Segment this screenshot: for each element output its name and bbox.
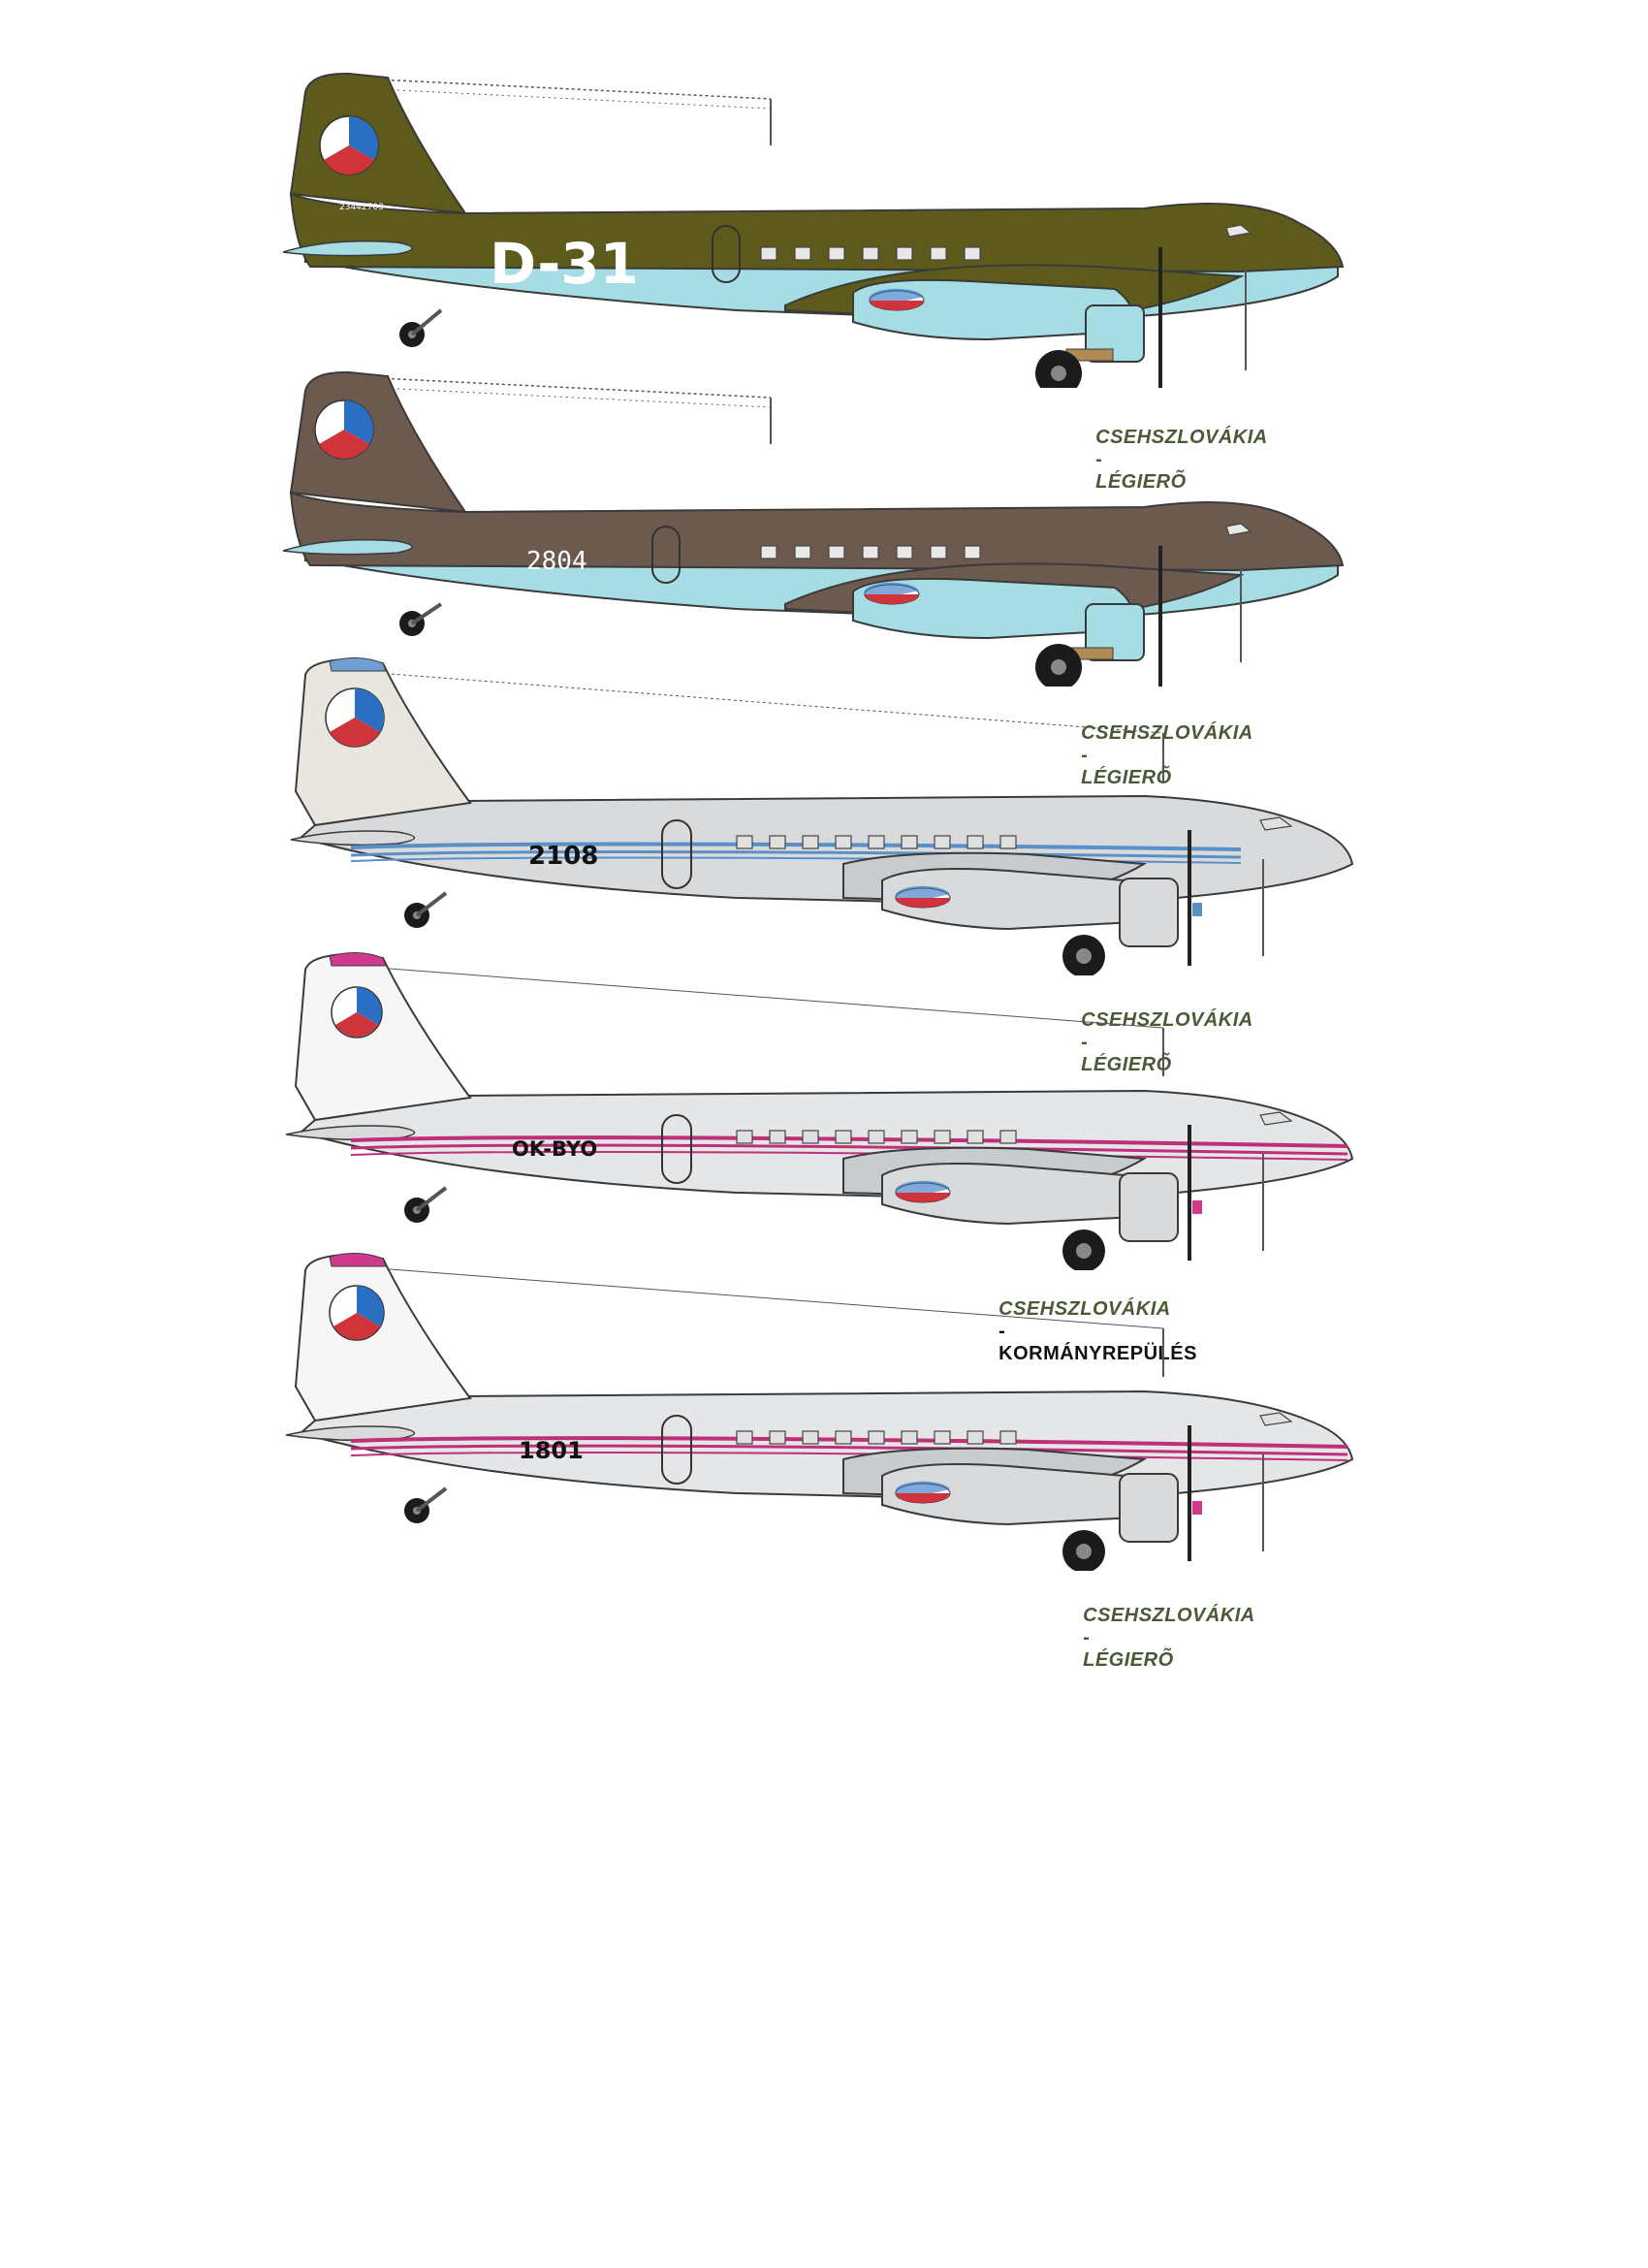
- aircraft-profile-1: D-31 23442703: [271, 68, 1377, 388]
- roundel-icon: [325, 687, 385, 748]
- aircraft-code: 2108: [528, 842, 598, 871]
- caption-separator: -: [1081, 745, 1089, 766]
- aircraft-code: 2804: [526, 547, 587, 576]
- window-row: [736, 1412, 1293, 1445]
- aircraft-profile-4: OK-BYO: [271, 950, 1377, 1270]
- caption-separator: -: [1095, 449, 1103, 470]
- window-row: [760, 523, 1252, 559]
- window-row: [736, 816, 1293, 849]
- caption-separator: -: [1081, 1032, 1089, 1053]
- aircraft-drawing-5: 1801: [285, 1253, 1354, 1571]
- aircraft-profile-3: 2108: [271, 655, 1377, 975]
- caption-separator: -: [998, 1321, 1006, 1342]
- caption-country: CSEHSZLOVÁKIA: [1083, 1605, 1255, 1626]
- caption-country: CSEHSZLOVÁKIA: [1081, 1009, 1253, 1031]
- caption-country: CSEHSZLOVÁKIA: [1081, 722, 1253, 744]
- roundel-icon: [331, 986, 383, 1038]
- aircraft-code: D-31: [490, 231, 639, 297]
- roundel-icon: [319, 115, 379, 176]
- caption-country: CSEHSZLOVÁKIA: [998, 1298, 1171, 1320]
- aircraft-profile-2: 2804: [271, 367, 1377, 687]
- roundel-icon: [329, 1285, 385, 1341]
- wing-flag-icon: [895, 1481, 951, 1504]
- caption-role: LÉGIERÕ: [1081, 1054, 1172, 1075]
- caption-role: LÉGIERÕ: [1083, 1649, 1174, 1671]
- caption-country: CSEHSZLOVÁKIA: [1095, 427, 1268, 448]
- tail-serial: 23442703: [339, 203, 384, 212]
- aircraft-code: OK-BYO: [512, 1137, 597, 1161]
- caption-role: LÉGIERÕ: [1095, 471, 1187, 493]
- caption-4: CSEHSZLOVÁKIA - KORMÁNYREPÜLÉS: [987, 1276, 1197, 1365]
- wing-flag-icon: [895, 885, 951, 909]
- wing-flag-icon: [864, 582, 920, 605]
- aircraft-drawing-2: 2804: [282, 370, 1345, 687]
- aircraft-drawing-3: 2108: [290, 657, 1354, 975]
- caption-2: CSEHSZLOVÁKIA - LÉGIERÕ: [1069, 700, 1253, 789]
- aircraft-profile-5: 1801: [271, 1251, 1377, 1571]
- caption-role: KORMÁNYREPÜLÉS: [998, 1343, 1197, 1364]
- roundel-icon: [314, 399, 374, 460]
- wing-flag-icon: [895, 1180, 951, 1203]
- caption-role: LÉGIERÕ: [1081, 767, 1172, 788]
- window-row: [760, 224, 1252, 261]
- caption-separator: -: [1083, 1627, 1091, 1648]
- aircraft-drawing-4: OK-BYO: [285, 952, 1354, 1270]
- aircraft-code: 1801: [519, 1437, 584, 1464]
- caption-5: CSEHSZLOVÁKIA - LÉGIERÕ: [1071, 1582, 1255, 1672]
- caption-1: CSEHSZLOVÁKIA - LÉGIERÕ: [1084, 404, 1268, 494]
- caption-3: CSEHSZLOVÁKIA - LÉGIERÕ: [1069, 987, 1253, 1076]
- wing-flag-icon: [869, 288, 925, 311]
- aircraft-drawing-1: D-31 23442703: [282, 72, 1345, 388]
- window-row: [736, 1111, 1293, 1144]
